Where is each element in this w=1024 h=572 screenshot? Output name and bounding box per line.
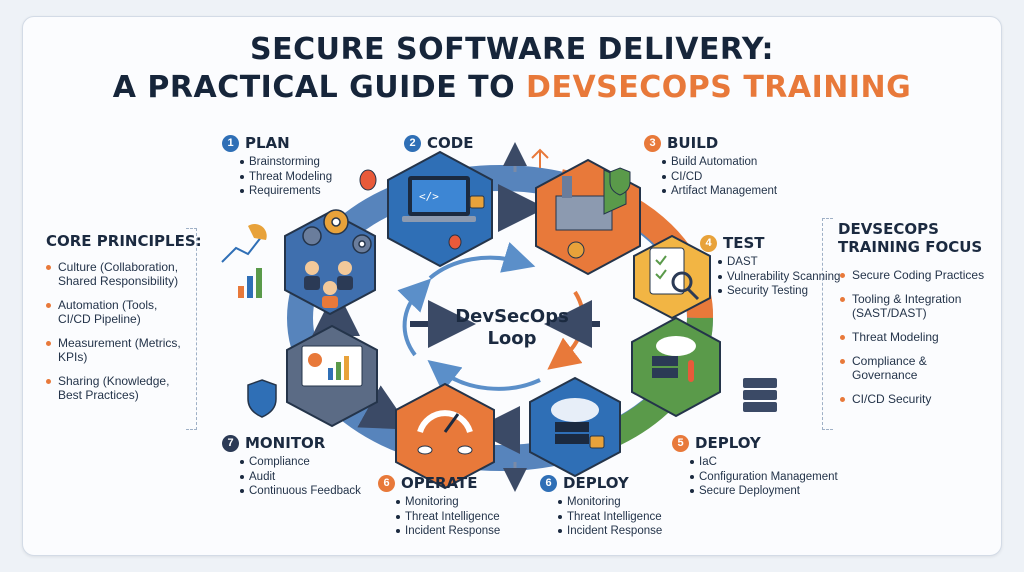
stage-name: DEPLOY: [563, 474, 629, 492]
monitor-hexagon: [286, 324, 378, 428]
stage-item: Artifact Management: [662, 184, 777, 199]
training-focus-list: Secure Coding Practices Tooling & Integr…: [840, 268, 990, 416]
training-focus-item: Compliance & Governance: [840, 354, 990, 382]
chart-icon: [221, 223, 267, 298]
stage-build: 3 BUILD Build Automation CI/CD Artifact M…: [644, 134, 777, 199]
stage-deploy-6: 6 DEPLOY Monitoring Threat Intelligence I…: [540, 474, 662, 539]
core-principle-item: Sharing (Knowledge, Best Practices): [46, 374, 186, 402]
training-focus-title-2: TRAINING FOCUS: [838, 238, 983, 256]
stage-item: Configuration Management: [690, 470, 838, 485]
stage-item: Incident Response: [558, 524, 662, 539]
gear-icon: [302, 209, 372, 254]
stage-item: Monitoring: [558, 495, 662, 510]
stage-item: Audit: [240, 470, 361, 485]
stage-code: 2 CODE: [404, 134, 473, 152]
center-label-line2: Loop: [487, 328, 536, 349]
stage-item: DAST: [718, 255, 840, 270]
stage-number: 1: [222, 134, 239, 152]
stage-item: Threat Intelligence: [558, 510, 662, 525]
inner-arrow-bottom: [427, 360, 541, 393]
stage-name: PLAN: [245, 134, 290, 152]
stage-number: 6: [540, 474, 557, 492]
stage-item: Compliance: [240, 455, 361, 470]
stage-number: 7: [222, 434, 239, 452]
stage-name: MONITOR: [245, 434, 326, 452]
core-principles-bracket: [186, 228, 197, 430]
operate-hexagon: [395, 382, 495, 490]
stage-item: Build Automation: [662, 155, 777, 170]
stage-item: Security Testing: [718, 284, 840, 299]
stage-name: TEST: [723, 234, 765, 252]
bug-icon: [359, 169, 377, 191]
stage-number: 5: [672, 434, 689, 452]
stage-item: CI/CD: [662, 170, 777, 185]
training-focus-title-1: DEVSECOPS: [838, 220, 939, 238]
arrow-monitor-operate: [357, 385, 411, 430]
bug-icon-small: [448, 234, 462, 250]
stage-number: 4: [700, 234, 717, 252]
inner-arrow-left: [397, 278, 432, 357]
stage-name: BUILD: [667, 134, 719, 152]
stage-name: OPERATE: [401, 474, 478, 492]
training-focus-item: CI/CD Security: [840, 392, 990, 406]
stage-plan: 1 PLAN Brainstorming Threat Modeling Requ…: [222, 134, 332, 199]
training-focus-bracket: [822, 218, 833, 430]
title-line-2: A PRACTICAL GUIDE TO DEVSECOPS TRAINING: [0, 70, 1024, 105]
stage-number: 6: [378, 474, 395, 492]
shield-icon-left: [247, 379, 277, 418]
training-focus-item: Tooling & Integration (SAST/DAST): [840, 292, 990, 320]
stage-name: CODE: [427, 134, 474, 152]
inner-arrow-top: [428, 242, 536, 280]
deploy-hexagon-blue: [529, 376, 621, 478]
core-principle-item: Automation (Tools, CI/CD Pipeline): [46, 298, 186, 326]
stage-item: Continuous Feedback: [240, 484, 361, 499]
training-focus-item: Threat Modeling: [840, 330, 990, 344]
deploy-hexagon-green: [631, 316, 721, 418]
stage-item: Vulnerability Scanning: [718, 270, 840, 285]
test-hexagon: [633, 234, 711, 320]
training-focus-item: Secure Coding Practices: [840, 268, 990, 282]
core-principles-title: CORE PRINCIPLES:: [46, 232, 202, 250]
stage-number: 2: [404, 134, 421, 152]
stage-item: Threat Intelligence: [396, 510, 500, 525]
stage-item: IaC: [690, 455, 838, 470]
core-principle-item: Measurement (Metrics, KPIs): [46, 336, 186, 364]
core-principle-item: Culture (Collaboration, Shared Responsib…: [46, 260, 186, 288]
server-icon-right: [743, 378, 777, 412]
stage-monitor: 7 MONITOR Compliance Audit Continuous Fee…: [222, 434, 361, 499]
core-principles-list: Culture (Collaboration, Shared Responsib…: [46, 260, 186, 412]
stage-item: Incident Response: [396, 524, 500, 539]
center-label-line1: DevSecOps: [455, 306, 569, 327]
svg-text:</>: </>: [419, 190, 439, 203]
title-accent: DEVSECOPS TRAINING: [526, 70, 912, 105]
stage-test: 4 TEST DAST Vulnerability Scanning Securi…: [700, 234, 840, 299]
shield-icon-build: [609, 167, 631, 196]
title-line-1: SECURE SOFTWARE DELIVERY:: [249, 32, 775, 67]
stage-deploy-5: 5 DEPLOY IaC Configuration Management Sec…: [672, 434, 838, 499]
stage-name: DEPLOY: [695, 434, 761, 452]
stage-item: Brainstorming: [240, 155, 332, 170]
stage-number: 3: [644, 134, 661, 152]
stage-item: Threat Modeling: [240, 170, 332, 185]
code-hexagon: </>: [387, 150, 493, 268]
stage-item: Monitoring: [396, 495, 500, 510]
stage-item: Requirements: [240, 184, 332, 199]
bug-icon-top: [531, 148, 549, 168]
stage-item: Secure Deployment: [690, 484, 838, 499]
title-prefix: A PRACTICAL GUIDE TO: [112, 70, 527, 105]
